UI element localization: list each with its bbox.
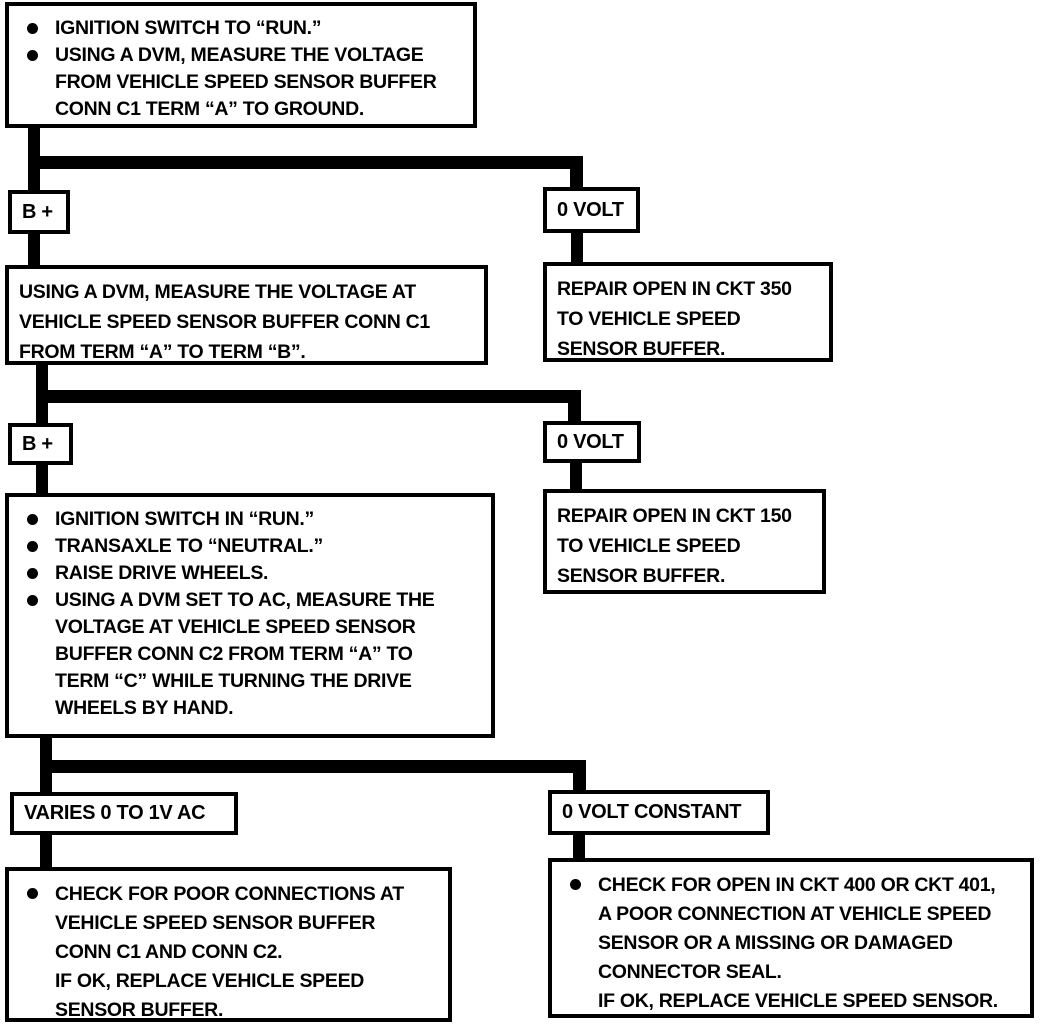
- bullet-icon: [570, 879, 581, 890]
- connector-volt1-down: [571, 231, 583, 265]
- connector-constant-down: [573, 833, 585, 861]
- branch2-left-label: B +: [8, 423, 73, 465]
- bullet-icon: [27, 568, 38, 579]
- label-text: B +: [22, 200, 53, 223]
- bullet-icon: [27, 541, 38, 552]
- start-box: IGNITION SWITCH TO “RUN.” USING A DVM, M…: [5, 2, 477, 128]
- connector-branch1-right-drop: [570, 156, 583, 190]
- repair150-text: REPAIR OPEN IN CKT 150 TO VEHICLE SPEED …: [557, 505, 792, 587]
- list-item: IGNITION SWITCH TO “RUN.”: [9, 15, 473, 42]
- connector-bplus1-down: [28, 232, 40, 268]
- connector-branch2-bar: [36, 390, 581, 403]
- bullet-icon: [27, 595, 38, 606]
- start-bullet-1: IGNITION SWITCH TO “RUN.”: [55, 17, 322, 39]
- list-item: CHECK FOR POOR CONNECTIONS AT VEHICLE SP…: [9, 880, 448, 1025]
- connector-varies-down: [40, 833, 52, 870]
- step3-bullet-3: RAISE DRIVE WHEELS.: [55, 562, 269, 584]
- result-right-text: CHECK FOR OPEN IN CKT 400 OR CKT 401, A …: [598, 874, 998, 1012]
- list-item: USING A DVM, MEASURE THE VOLTAGE FROM VE…: [9, 42, 473, 123]
- bullet-icon: [27, 23, 38, 34]
- list-item: TRANSAXLE TO “NEUTRAL.”: [9, 533, 491, 560]
- list-item: CHECK FOR OPEN IN CKT 400 OR CKT 401, A …: [552, 871, 1030, 1016]
- step2-box: USING A DVM, MEASURE THE VOLTAGE AT VEHI…: [5, 265, 488, 365]
- bullet-icon: [27, 514, 38, 525]
- repair-ckt-150-box: REPAIR OPEN IN CKT 150 TO VEHICLE SPEED …: [543, 489, 826, 594]
- label-text: 0 VOLT: [557, 198, 624, 221]
- label-text: 0 VOLT: [557, 430, 624, 453]
- result-right-box: CHECK FOR OPEN IN CKT 400 OR CKT 401, A …: [548, 858, 1034, 1018]
- step3-bullet-1: IGNITION SWITCH IN “RUN.”: [55, 508, 314, 530]
- repair-ckt-350-box: REPAIR OPEN IN CKT 350 TO VEHICLE SPEED …: [543, 262, 833, 362]
- connector-branch3-right-drop: [573, 760, 586, 793]
- connector-branch3-bar: [40, 760, 586, 773]
- repair350-text: REPAIR OPEN IN CKT 350 TO VEHICLE SPEED …: [557, 278, 792, 360]
- connector-bplus2-down: [36, 463, 48, 496]
- list-item: USING A DVM SET TO AC, MEASURE THE VOLTA…: [9, 587, 491, 722]
- label-text: VARIES 0 TO 1V AC: [24, 802, 206, 824]
- result-left-box: CHECK FOR POOR CONNECTIONS AT VEHICLE SP…: [5, 867, 452, 1022]
- list-item: IGNITION SWITCH IN “RUN.”: [9, 506, 491, 533]
- start-bullet-2: USING A DVM, MEASURE THE VOLTAGE FROM VE…: [55, 44, 437, 120]
- connector-branch2-right-drop: [568, 390, 581, 424]
- bullet-icon: [27, 50, 38, 61]
- connector-volt2-down: [570, 461, 582, 492]
- result-left-text: CHECK FOR POOR CONNECTIONS AT VEHICLE SP…: [55, 883, 404, 1021]
- step3-bullet-2: TRANSAXLE TO “NEUTRAL.”: [55, 535, 323, 557]
- step3-box: IGNITION SWITCH IN “RUN.” TRANSAXLE TO “…: [5, 493, 495, 738]
- connector-branch1-bar: [28, 156, 583, 169]
- step2-text: USING A DVM, MEASURE THE VOLTAGE AT VEHI…: [19, 281, 430, 363]
- branch2-right-label: 0 VOLT: [543, 421, 641, 463]
- branch3-left-label: VARIES 0 TO 1V AC: [10, 792, 238, 835]
- branch1-right-label: 0 VOLT: [543, 187, 640, 233]
- branch1-left-label: B +: [8, 190, 70, 234]
- label-text: B +: [22, 432, 53, 455]
- step3-bullet-4: USING A DVM SET TO AC, MEASURE THE VOLTA…: [55, 589, 435, 719]
- list-item: RAISE DRIVE WHEELS.: [9, 560, 491, 587]
- label-text: 0 VOLT CONSTANT: [562, 801, 742, 823]
- bullet-icon: [27, 888, 38, 899]
- branch3-right-label: 0 VOLT CONSTANT: [548, 790, 770, 835]
